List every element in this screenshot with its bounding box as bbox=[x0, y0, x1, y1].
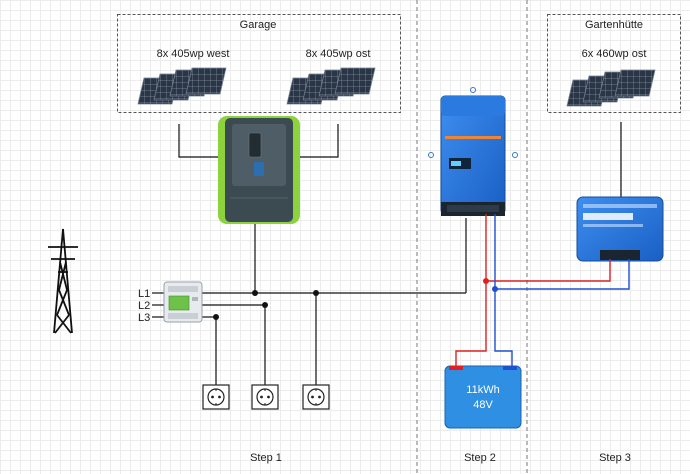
hybrid-inverter-icon bbox=[218, 116, 300, 224]
socket-icon bbox=[302, 384, 330, 410]
solar-panel-icon bbox=[286, 67, 376, 105]
dc-negative-junction bbox=[492, 286, 498, 292]
pv-string-wires bbox=[178, 122, 622, 197]
step-3-label: Step 3 bbox=[599, 452, 631, 464]
solar-panel-icon bbox=[566, 69, 656, 107]
dc-negative-wire bbox=[494, 214, 630, 290]
solar-panel-icon bbox=[137, 67, 227, 105]
step-1-label: Step 1 bbox=[250, 452, 282, 464]
dc-positive-junction bbox=[483, 278, 489, 284]
panels-east-label: 8x 405wp ost bbox=[306, 48, 371, 60]
panels-west-label: 8x 405wp west bbox=[157, 48, 230, 60]
battery-negative-wire bbox=[494, 289, 513, 366]
phase-l2-label: L2 bbox=[138, 300, 150, 312]
garden-hut-title: Gartenhütte bbox=[585, 19, 643, 31]
battery-icon bbox=[444, 365, 522, 429]
phase-l3-label: L3 bbox=[138, 312, 150, 324]
ac-bus-junctions bbox=[213, 290, 319, 320]
garage-box bbox=[117, 14, 401, 113]
battery-capacity-label: 11kWh bbox=[466, 384, 499, 396]
mppt-charge-controller-icon bbox=[576, 196, 664, 262]
battery-positive-wire bbox=[455, 281, 487, 366]
victron-multiplus-icon bbox=[428, 87, 518, 216]
garden-hut-panels-label: 6x 460wp ost bbox=[582, 48, 647, 60]
power-pylon-icon bbox=[48, 228, 78, 334]
garden-hut-box bbox=[547, 14, 681, 113]
energy-meter-icon bbox=[163, 281, 203, 323]
phase-l1-label: L1 bbox=[138, 288, 150, 300]
step-2-label: Step 2 bbox=[464, 452, 496, 464]
garage-title: Garage bbox=[240, 19, 277, 31]
socket-icon bbox=[202, 384, 230, 410]
battery-voltage-label: 48V bbox=[473, 399, 493, 411]
socket-icon bbox=[251, 384, 279, 410]
dc-positive-wire bbox=[485, 214, 611, 282]
